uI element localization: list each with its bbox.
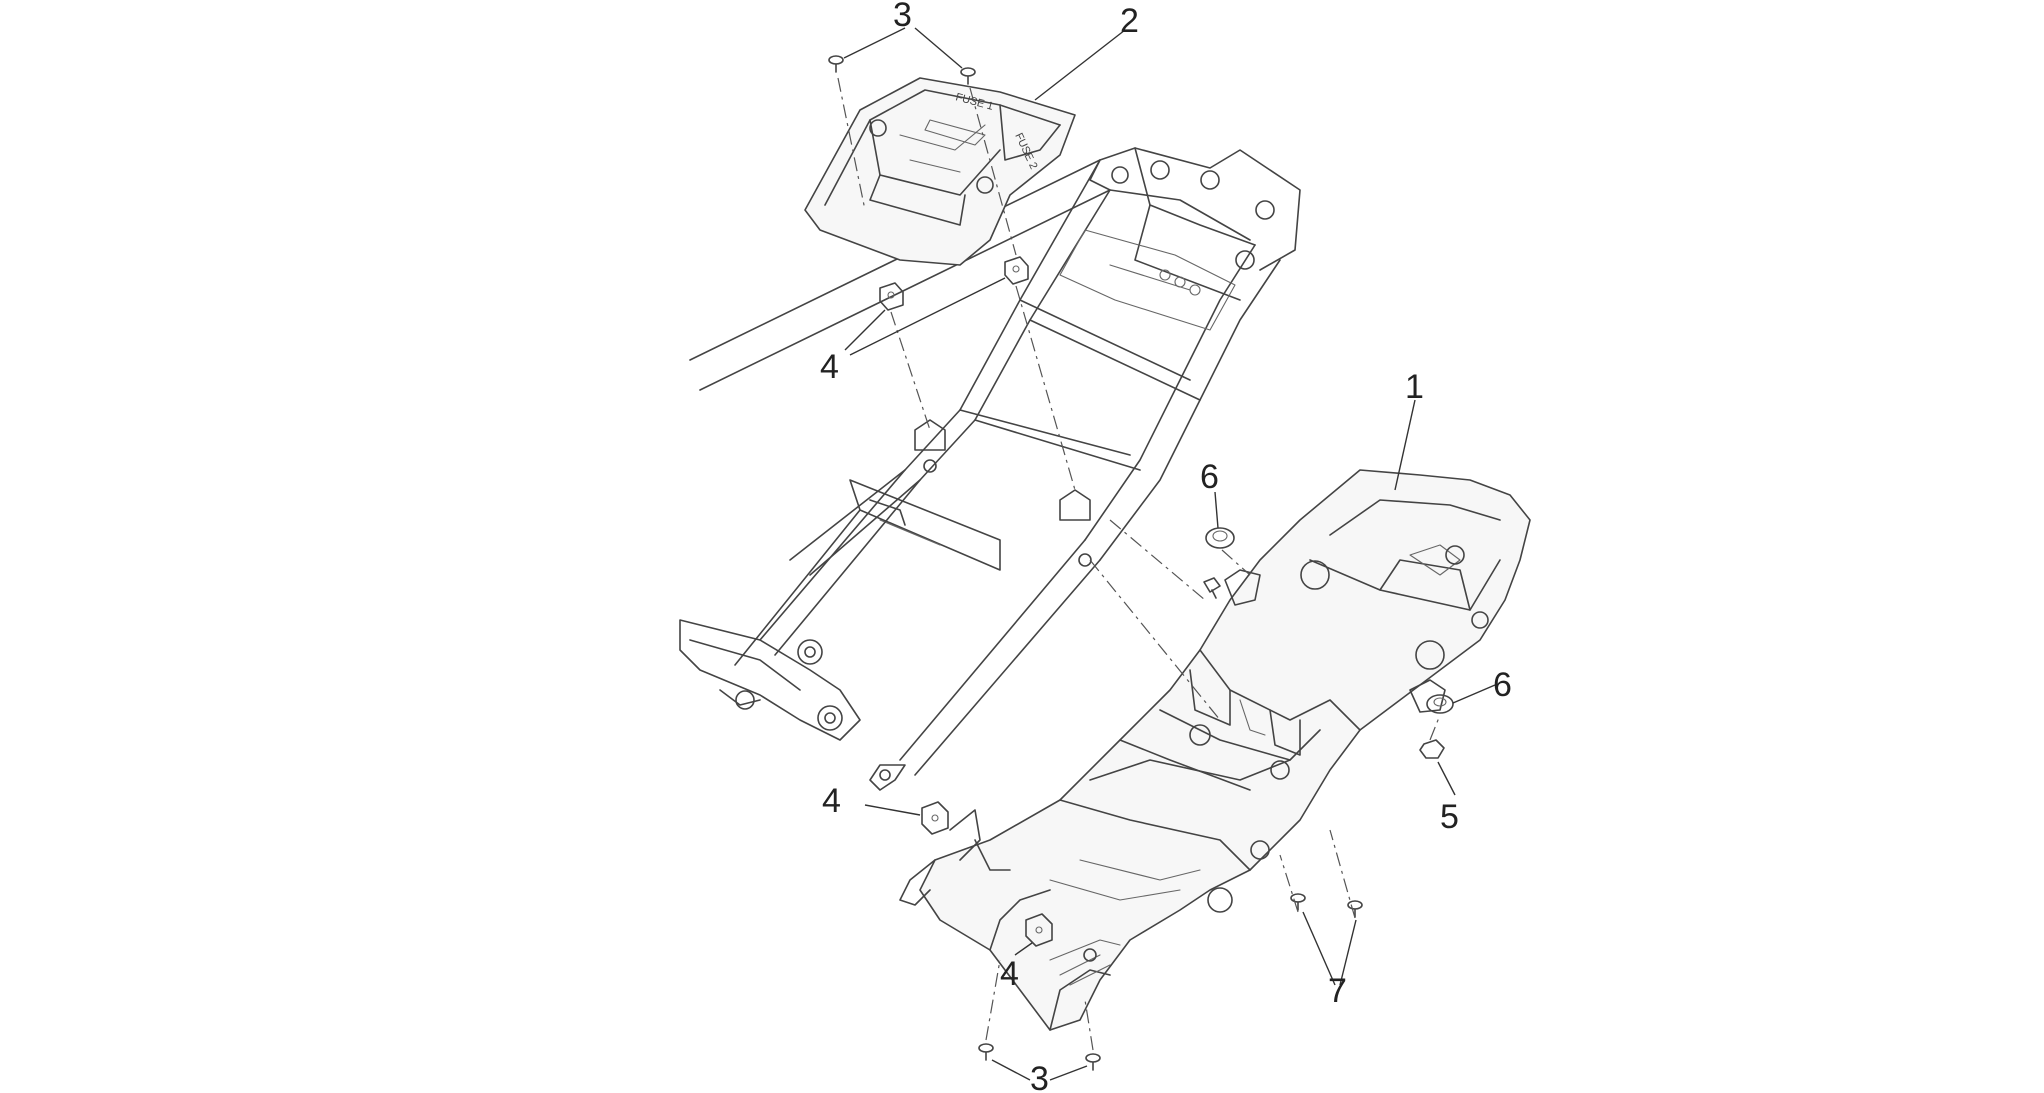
screw-7-right — [1347, 900, 1363, 918]
nut-clip-5 — [1419, 739, 1445, 759]
leader-lines — [843, 27, 1496, 1081]
callout-6-lower: 6 — [1493, 666, 1512, 704]
callout-1: 1 — [1405, 368, 1424, 406]
callout-3-bottom: 3 — [1030, 1060, 1049, 1093]
screw-7-left — [1290, 893, 1306, 911]
screw-3-top-left — [828, 55, 844, 73]
screw-near-grommet — [1203, 577, 1221, 599]
rear-subframe — [679, 147, 1301, 791]
callout-4-lower-left: 4 — [822, 782, 841, 820]
callout-3-top: 3 — [893, 0, 912, 34]
clip-4-lower-middle — [1025, 913, 1053, 947]
clip-4-left — [879, 282, 904, 311]
screw-3-bottom-right — [1085, 1053, 1101, 1071]
screw-3-top-right — [960, 67, 976, 85]
clip-4-right — [1004, 256, 1029, 285]
callout-5: 5 — [1440, 798, 1459, 836]
grommet-6-lower — [1426, 694, 1454, 714]
grommet-6-upper — [1205, 527, 1235, 549]
screw-3-bottom-left — [978, 1043, 994, 1061]
callout-labels: 3 2 4 1 6 6 5 4 4 7 3 — [820, 0, 1512, 1093]
alignment-lines — [837, 77, 1441, 1051]
clip-4-lower-left — [921, 801, 949, 835]
callout-6-upper: 6 — [1200, 458, 1219, 496]
rear-undertray — [899, 469, 1531, 1031]
fuse-box-cover: FUSE 1 FUSE 2 — [804, 77, 1076, 266]
callout-2: 2 — [1120, 2, 1139, 40]
callout-4-top: 4 — [820, 348, 839, 386]
callout-7: 7 — [1328, 972, 1347, 1010]
callout-4-lower-middle: 4 — [1000, 955, 1019, 993]
